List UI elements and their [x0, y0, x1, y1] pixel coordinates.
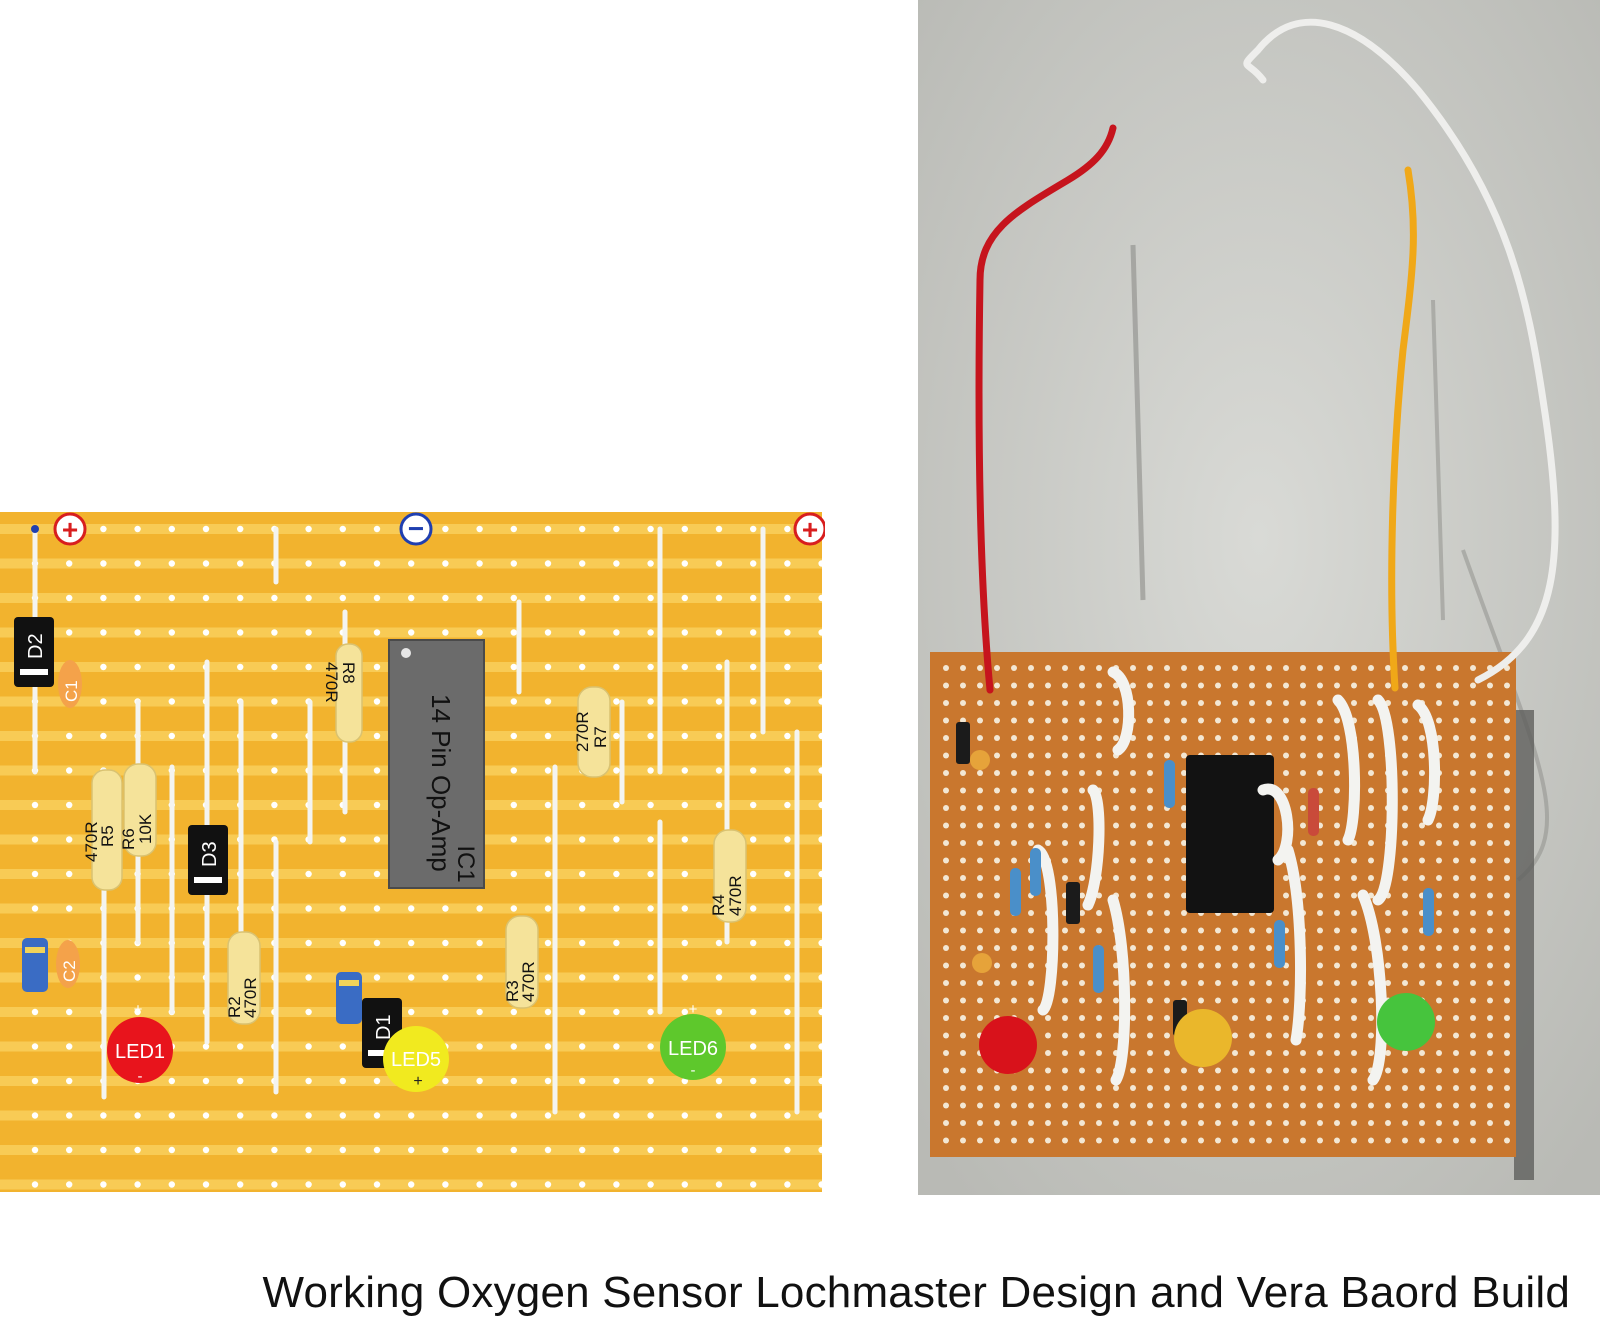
led6-label: LED6 [668, 1038, 718, 1060]
r6-ref: R6 [119, 828, 138, 850]
led5-plus: + [413, 1073, 422, 1090]
r3-value: 470R [519, 961, 538, 1002]
d1-label: D1 [373, 1014, 395, 1040]
led5-yellow: LED5 + [383, 1026, 449, 1092]
cap-photo-2 [972, 953, 992, 973]
power-plus-right: + [793, 512, 825, 546]
cap-photo-1 [970, 750, 990, 770]
d3-label: D3 [199, 841, 221, 867]
led6-minus: - [691, 1062, 696, 1079]
diode-photo-1 [956, 722, 970, 764]
resistor-r3: R3 470R [503, 915, 539, 1009]
r7-value: 270R [573, 711, 592, 752]
d2-label: D2 [25, 633, 47, 659]
r5-value: 470R [82, 821, 101, 862]
led5-label: LED5 [391, 1049, 441, 1071]
r2-ref: R2 [225, 996, 244, 1018]
resistors-photo [1010, 760, 1434, 993]
led6-green: + LED6 - [660, 1001, 726, 1080]
resistor-r8: R8 470R [322, 643, 363, 743]
resistor-r4: R4 470R [709, 829, 747, 923]
resistor-r7: R7 270R [573, 686, 611, 778]
op-amp-ic: 14 Pin Op-Amp IC1 [388, 639, 485, 889]
ic-label: 14 Pin Op-Amp [426, 694, 456, 872]
r8-ref: R8 [339, 662, 358, 684]
power-minus: − [399, 512, 433, 546]
resistor-r6: R6 10K [119, 763, 157, 857]
led-red-photo [979, 1016, 1037, 1074]
led-yellow-photo [1174, 1009, 1232, 1067]
power-plus-left: + [53, 512, 87, 546]
small-diode-left [22, 938, 48, 992]
led1-minus: - [138, 1068, 143, 1085]
op-amp-chip [1186, 755, 1274, 913]
diode-photo-2 [1066, 882, 1080, 924]
veroboard-build-photo [918, 0, 1600, 1195]
c2-label: C2 [60, 960, 79, 982]
resistor-r2: R2 470R [225, 931, 261, 1025]
white-wire [1243, 18, 1559, 684]
led6-plus: + [689, 1001, 698, 1018]
led1-plus: + [134, 1001, 143, 1018]
power-plus-left-label: + [62, 514, 78, 545]
r6-value: 10K [136, 813, 155, 844]
led-green-photo [1377, 993, 1435, 1051]
r4-value: 470R [726, 875, 745, 916]
terminal-dot [31, 525, 39, 533]
figure-caption: Working Oxygen Sensor Lochmaster Design … [262, 1268, 1570, 1317]
diode-d2: D2 [14, 617, 54, 687]
capacitor-c2: C2 [56, 940, 80, 988]
r5-ref: R5 [98, 825, 117, 847]
stripboard-layout: + − + 14 Pin Op-Amp IC1 R8 470R R7 270R … [0, 512, 825, 1192]
led1-label: LED1 [115, 1041, 165, 1063]
diode-d3: D3 [188, 825, 228, 895]
power-minus-label: − [408, 513, 424, 544]
r4-ref: R4 [709, 894, 728, 916]
capacitor-c1: C1 [58, 660, 82, 708]
r8-value: 470R [322, 662, 341, 703]
r3-ref: R3 [503, 980, 522, 1002]
power-plus-right-label: + [802, 514, 818, 545]
resistor-r5: R5 470R [82, 769, 123, 891]
ic-ref: IC1 [452, 845, 479, 882]
jumper-links [1032, 666, 1441, 1086]
r2-value: 470R [241, 977, 260, 1018]
orange-wire [1388, 166, 1417, 692]
r7-ref: R7 [591, 726, 610, 748]
red-wire [975, 124, 1117, 694]
c1-label: C1 [62, 680, 81, 702]
small-diode-center [336, 972, 362, 1024]
led1-red: + LED1 - [107, 1001, 173, 1085]
